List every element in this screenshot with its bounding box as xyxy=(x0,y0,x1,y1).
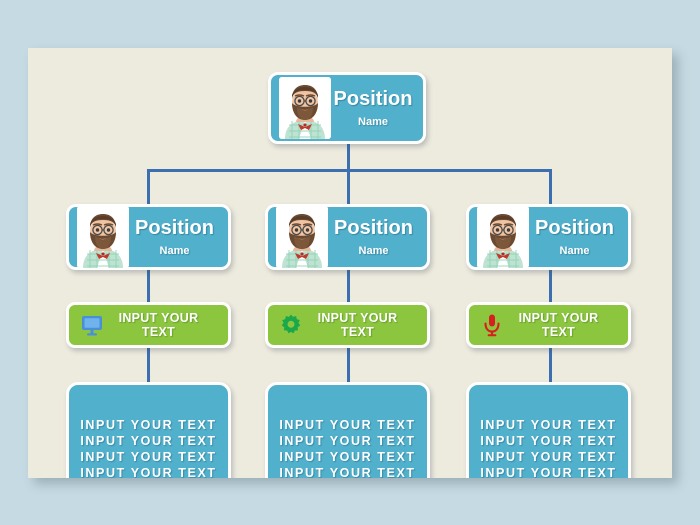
manager-card-3[interactable]: Position Name xyxy=(466,204,631,270)
green-bar-1[interactable]: INPUT YOUR TEXT xyxy=(66,302,231,348)
green-bar-label: INPUT YOUR TEXT xyxy=(518,311,599,339)
connector-manager-1-to-bar-1 xyxy=(147,270,150,302)
green-bar-2[interactable]: INPUT YOUR TEXT xyxy=(265,302,430,348)
root-name-label: Name xyxy=(358,115,388,128)
manager-card-2[interactable]: Position Name xyxy=(265,204,430,270)
text-block-line: INPUT YOUR TEXT xyxy=(279,418,416,432)
connector-bus-to-manager-2 xyxy=(347,169,350,204)
manager-position-label: Position xyxy=(334,216,413,239)
connector-bus-to-manager-1 xyxy=(147,169,150,204)
text-block-line: INPUT YOUR TEXT xyxy=(279,466,416,478)
gear-icon xyxy=(278,312,304,338)
connector-root-down xyxy=(347,143,350,171)
manager-labels: Position Name xyxy=(529,217,620,258)
text-block-line: INPUT YOUR TEXT xyxy=(80,466,217,478)
chart-canvas: Position Name xyxy=(28,48,672,478)
connector-bar-1-to-block-1 xyxy=(147,348,150,382)
root-position-label: Position xyxy=(333,87,413,110)
green-bar-label: INPUT YOUR TEXT xyxy=(118,311,199,339)
text-block-line: INPUT YOUR TEXT xyxy=(279,450,416,464)
connector-bus-to-manager-3 xyxy=(549,169,552,204)
manager-name-label: Name xyxy=(159,244,190,257)
monitor-icon xyxy=(79,312,105,338)
green-bar-3[interactable]: INPUT YOUR TEXT xyxy=(466,302,631,348)
connector-manager-3-to-bar-3 xyxy=(549,270,552,302)
manager-position-label: Position xyxy=(535,216,614,239)
manager-labels: Position Name xyxy=(129,217,220,258)
avatar xyxy=(276,206,328,268)
text-block-line: INPUT YOUR TEXT xyxy=(480,466,617,478)
text-block-line: INPUT YOUR TEXT xyxy=(480,418,617,432)
root-position-card[interactable]: Position Name xyxy=(268,72,426,144)
microphone-icon xyxy=(479,312,505,338)
green-bar-label: INPUT YOUR TEXT xyxy=(317,311,398,339)
connector-bar-3-to-block-3 xyxy=(549,348,552,382)
manager-position-label: Position xyxy=(135,216,214,239)
avatar xyxy=(477,206,529,268)
text-block-line: INPUT YOUR TEXT xyxy=(279,434,416,448)
text-block-line: INPUT YOUR TEXT xyxy=(80,450,217,464)
connector-bar-2-to-block-2 xyxy=(347,348,350,382)
text-block-2[interactable]: INPUT YOUR TEXT INPUT YOUR TEXT INPUT YO… xyxy=(265,382,430,478)
text-block-line: INPUT YOUR TEXT xyxy=(80,434,217,448)
manager-card-1[interactable]: Position Name xyxy=(66,204,231,270)
manager-name-label: Name xyxy=(358,244,389,257)
manager-labels: Position Name xyxy=(328,217,419,258)
connector-manager-2-to-bar-2 xyxy=(347,270,350,302)
avatar xyxy=(77,206,129,268)
text-block-line: INPUT YOUR TEXT xyxy=(480,450,617,464)
text-block-1[interactable]: INPUT YOUR TEXT INPUT YOUR TEXT INPUT YO… xyxy=(66,382,231,478)
text-block-line: INPUT YOUR TEXT xyxy=(480,434,617,448)
text-block-line: INPUT YOUR TEXT xyxy=(80,418,217,432)
root-labels: Position Name xyxy=(331,88,415,129)
text-block-3[interactable]: INPUT YOUR TEXT INPUT YOUR TEXT INPUT YO… xyxy=(466,382,631,478)
avatar xyxy=(279,77,331,139)
manager-name-label: Name xyxy=(559,244,590,257)
